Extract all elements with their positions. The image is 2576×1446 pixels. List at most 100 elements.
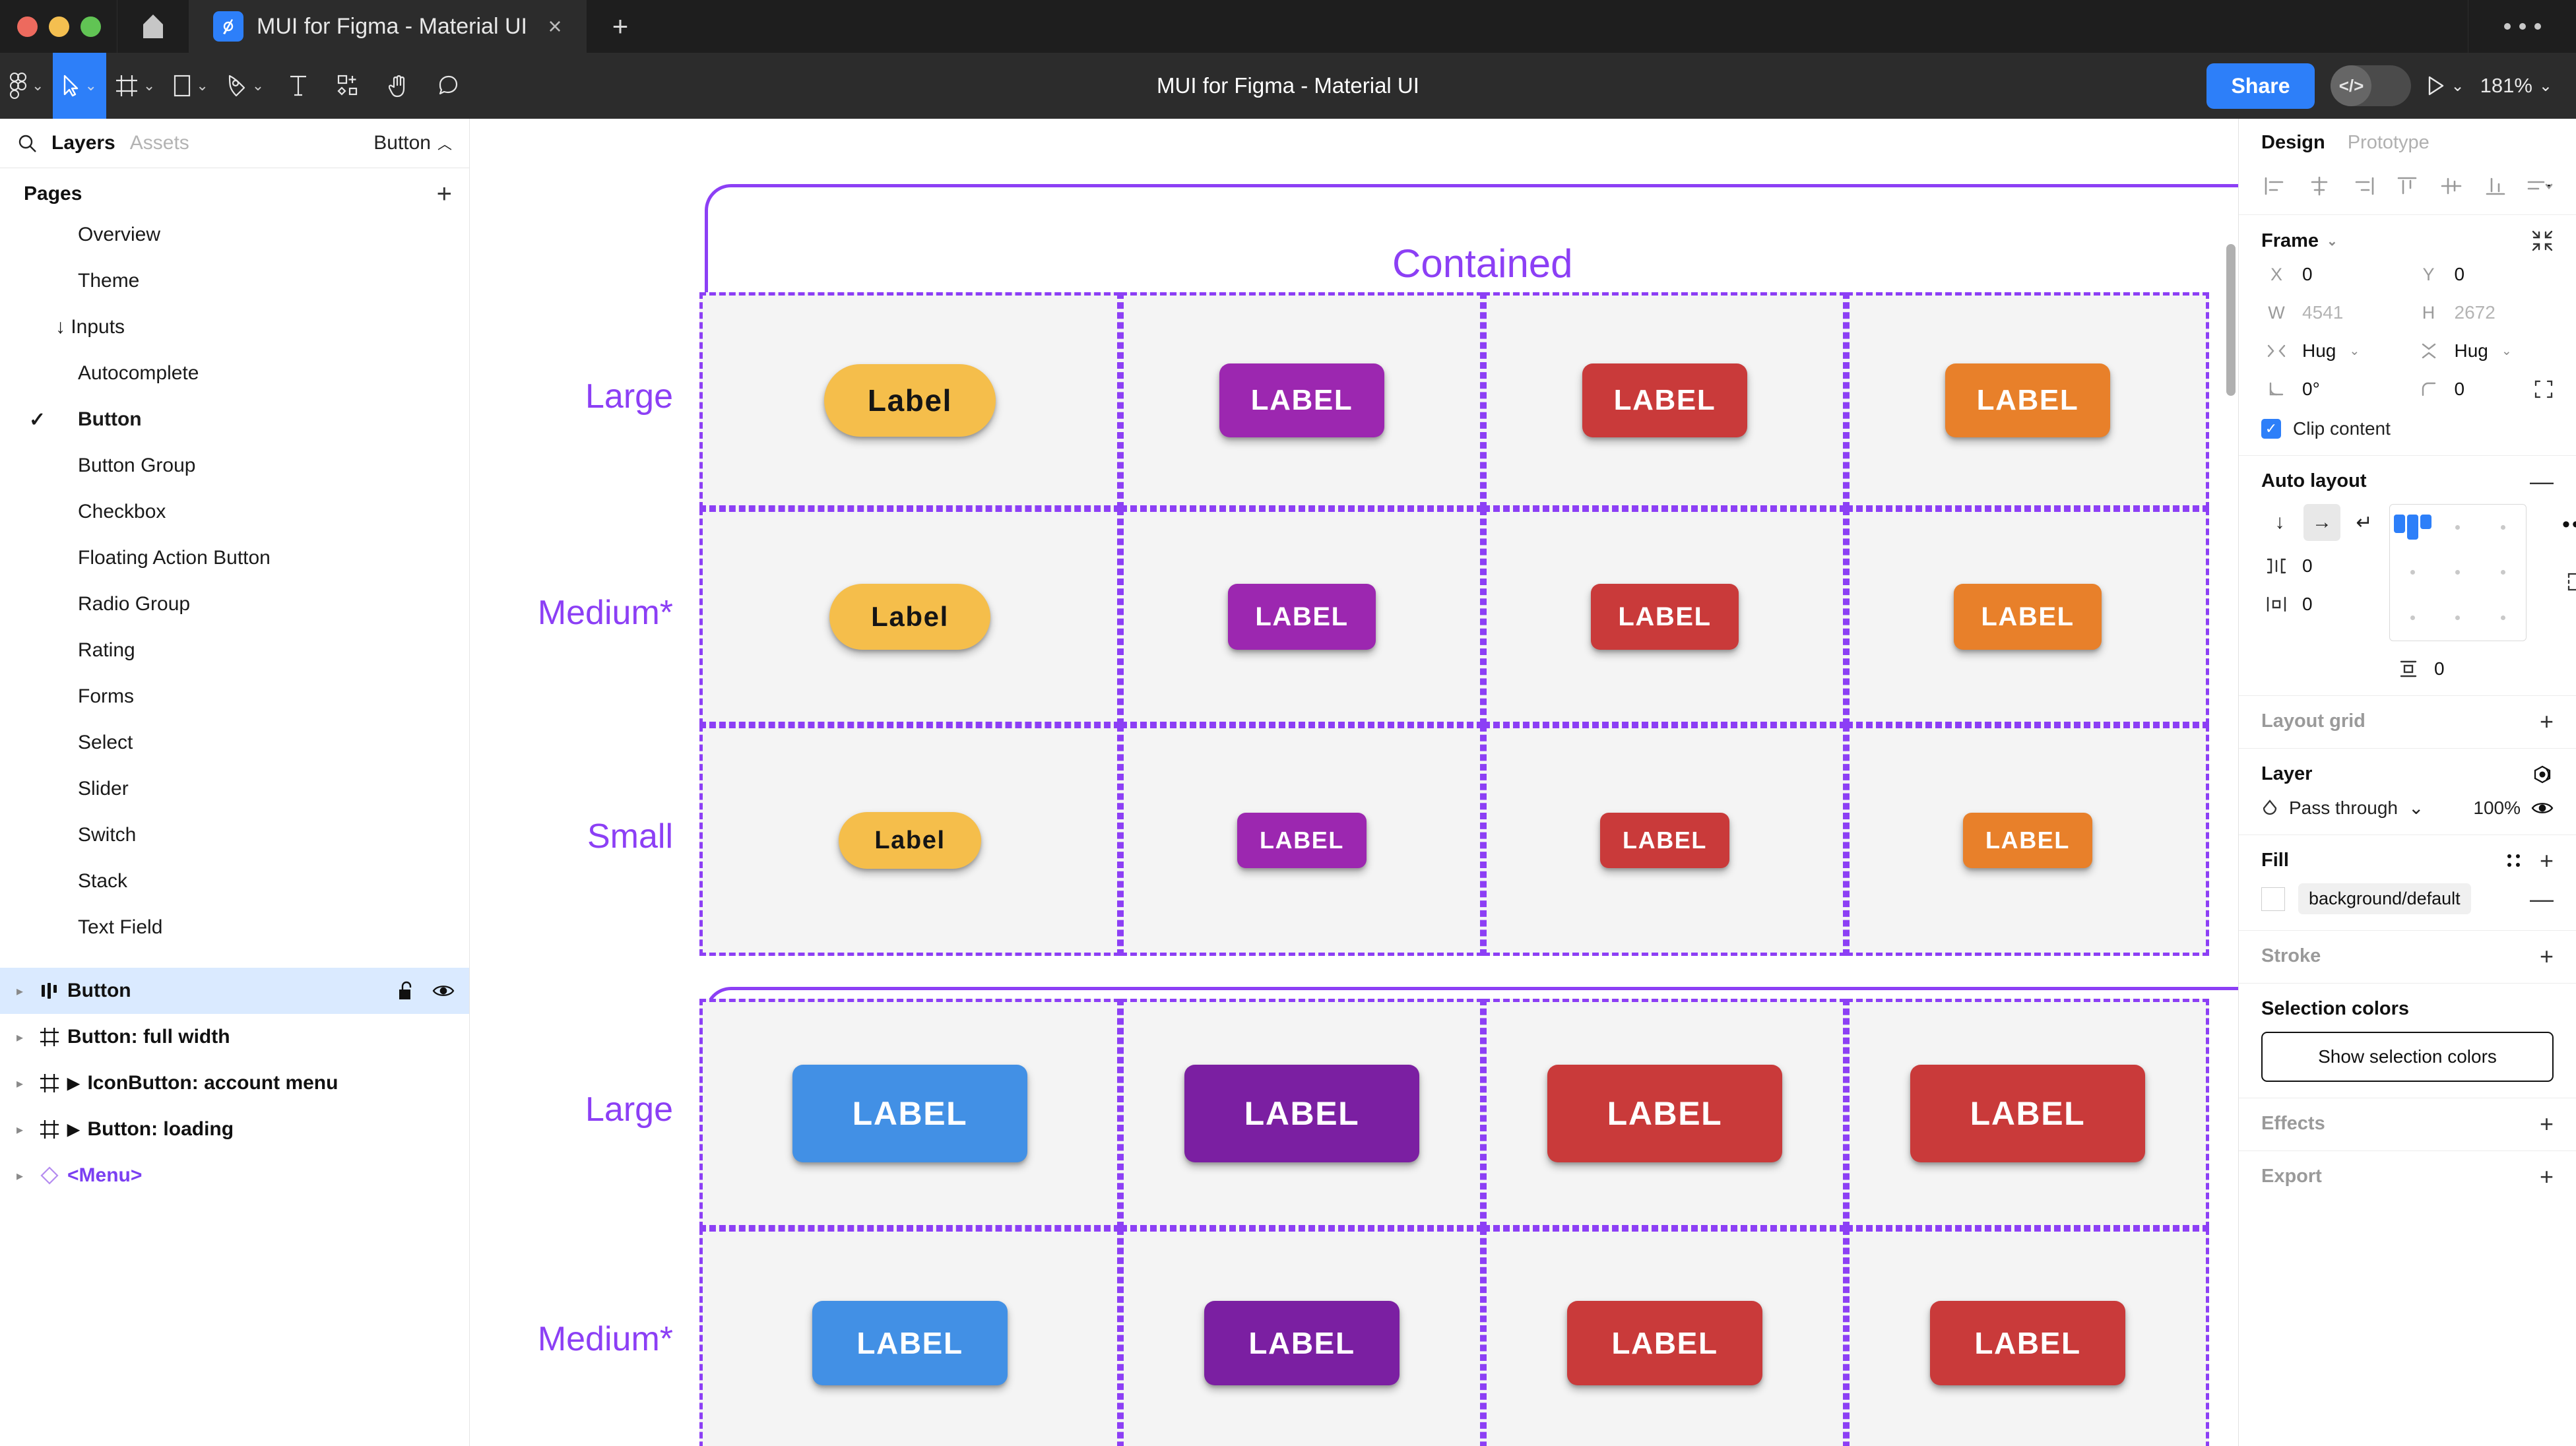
hand-tool-button[interactable] xyxy=(373,53,424,119)
move-tool-button[interactable]: ⌄ xyxy=(53,53,106,119)
component-selector[interactable]: Button ︿ xyxy=(373,132,452,154)
material-button[interactable]: Label xyxy=(839,812,981,869)
alignment-cell[interactable] xyxy=(2501,570,2506,575)
unlocked-icon[interactable] xyxy=(398,981,415,1001)
close-window-button[interactable] xyxy=(17,16,38,37)
frame-corner-radius-field[interactable]: 0 xyxy=(2414,379,2554,400)
resources-button[interactable] xyxy=(323,53,373,119)
window-overflow-menu-button[interactable] xyxy=(2468,0,2576,53)
frame-rotation-field[interactable]: 0° xyxy=(2261,379,2402,400)
auto-layout-horizontal-padding-field[interactable]: 0 xyxy=(2261,594,2383,615)
chevron-right-icon[interactable]: ▸ xyxy=(16,984,24,999)
expand-triangle-icon[interactable]: ▶ xyxy=(67,1074,80,1092)
page-item-button[interactable]: ✓Button xyxy=(0,396,469,443)
page-item-text-field[interactable]: Text Field xyxy=(0,904,469,951)
visible-icon[interactable] xyxy=(2531,800,2554,816)
figma-menu-button[interactable]: ⌄ xyxy=(0,53,53,119)
material-button[interactable]: LABEL xyxy=(1547,1065,1782,1162)
more-horizontal-icon[interactable]: ••• xyxy=(2562,512,2576,537)
page-item-overview[interactable]: Overview xyxy=(0,212,469,258)
auto-layout-vertical-padding-field[interactable]: 0 xyxy=(2393,658,2445,679)
page-item-button-group[interactable]: Button Group xyxy=(0,443,469,489)
material-button[interactable]: LABEL xyxy=(1945,363,2110,437)
material-button[interactable]: LABEL xyxy=(1237,813,1367,868)
frame-x-field[interactable]: X 0 xyxy=(2261,264,2402,285)
align-left-icon[interactable] xyxy=(2261,172,2289,200)
text-tool-button[interactable] xyxy=(273,53,323,119)
remove-fill-button[interactable]: — xyxy=(2530,885,2554,912)
wrap-icon[interactable]: ↵ xyxy=(2356,511,2373,534)
add-page-button[interactable]: + xyxy=(436,179,452,208)
layer-row[interactable]: ▸Button: full width xyxy=(0,1014,469,1060)
material-button[interactable]: LABEL xyxy=(1228,584,1376,650)
material-button[interactable]: LABEL xyxy=(1963,813,2092,868)
design-canvas[interactable]: Contained Primary*SecondaryErrorWarningL… xyxy=(470,119,2238,1446)
minimize-window-button[interactable] xyxy=(49,16,69,37)
fill-style-name[interactable]: background/default xyxy=(2298,883,2471,914)
resize-to-fit-icon[interactable] xyxy=(2531,230,2554,252)
chevron-down-icon[interactable]: ⌄ xyxy=(2327,234,2338,249)
shape-tool-button[interactable]: ⌄ xyxy=(164,53,217,119)
show-selection-colors-button[interactable]: Show selection colors xyxy=(2261,1032,2554,1082)
alignment-cell[interactable] xyxy=(2410,615,2415,621)
chevron-right-icon[interactable]: ▸ xyxy=(16,1168,24,1183)
material-button[interactable]: LABEL xyxy=(1600,813,1729,868)
page-item-stack[interactable]: Stack xyxy=(0,858,469,904)
close-tab-button[interactable]: × xyxy=(548,13,562,40)
tab-assets[interactable]: Assets xyxy=(129,132,189,154)
alignment-cell[interactable] xyxy=(2455,570,2461,575)
align-top-icon[interactable] xyxy=(2393,172,2421,200)
layer-opacity-value[interactable]: 100% xyxy=(2473,797,2521,818)
frame-height-field[interactable]: H 2672 xyxy=(2414,302,2554,323)
visible-icon[interactable] xyxy=(432,983,455,999)
auto-layout-gap-field[interactable]: 0 xyxy=(2261,555,2383,577)
layer-row[interactable]: ▸<Menu> xyxy=(0,1152,469,1199)
material-button[interactable]: LABEL xyxy=(1204,1301,1400,1385)
frame-hug-horizontal-field[interactable]: Hug ⌄ xyxy=(2261,340,2402,362)
material-button[interactable]: LABEL xyxy=(1567,1301,1762,1385)
page-item-radio-group[interactable]: Radio Group xyxy=(0,581,469,627)
material-button[interactable]: LABEL xyxy=(1582,363,1747,437)
alignment-cell-selected[interactable] xyxy=(2393,515,2431,540)
align-horizontal-center-icon[interactable] xyxy=(2305,172,2333,200)
material-button[interactable]: LABEL xyxy=(792,1065,1027,1162)
individual-padding-icon[interactable] xyxy=(2567,572,2576,592)
layer-styles-icon[interactable] xyxy=(2531,765,2554,784)
layer-row[interactable]: ▸▶Button: loading xyxy=(0,1106,469,1152)
material-button[interactable]: LABEL xyxy=(1184,1065,1419,1162)
chevron-right-icon[interactable]: ▸ xyxy=(16,1030,24,1045)
clip-content-row[interactable]: ✓ Clip content xyxy=(2261,418,2554,439)
present-button[interactable]: ⌄ xyxy=(2427,75,2464,96)
maximize-window-button[interactable] xyxy=(80,16,101,37)
page-item-theme[interactable]: Theme xyxy=(0,258,469,304)
align-bottom-icon[interactable] xyxy=(2482,172,2509,200)
alignment-cell[interactable] xyxy=(2501,615,2506,621)
style-picker-icon[interactable] xyxy=(2505,852,2523,869)
new-tab-button[interactable]: + xyxy=(612,11,629,42)
tab-design[interactable]: Design xyxy=(2261,132,2325,153)
auto-layout-alignment-grid[interactable] xyxy=(2389,504,2527,641)
page-item-switch[interactable]: Switch xyxy=(0,812,469,858)
page-item-autocomplete[interactable]: Autocomplete xyxy=(0,350,469,396)
page-item-forms[interactable]: Forms xyxy=(0,674,469,720)
page-item-inputs[interactable]: ↓ Inputs xyxy=(0,304,469,350)
material-button[interactable]: Label xyxy=(824,364,996,437)
fill-color-swatch[interactable] xyxy=(2261,887,2285,911)
alignment-cell[interactable] xyxy=(2501,524,2506,530)
material-button[interactable]: LABEL xyxy=(1954,584,2102,650)
home-button[interactable] xyxy=(117,0,189,53)
browser-tab[interactable]: MUI for Figma - Material UI × xyxy=(189,0,587,53)
add-export-button[interactable]: + xyxy=(2539,1162,2554,1190)
layer-row[interactable]: ▸Button xyxy=(0,968,469,1014)
independent-corners-icon[interactable] xyxy=(2534,379,2554,399)
tab-prototype[interactable]: Prototype xyxy=(2347,132,2430,153)
alignment-cell[interactable] xyxy=(2455,615,2461,621)
page-item-rating[interactable]: Rating xyxy=(0,627,469,674)
distribute-icon[interactable] xyxy=(2526,172,2554,200)
page-item-slider[interactable]: Slider xyxy=(0,766,469,812)
frame-width-field[interactable]: W 4541 xyxy=(2261,302,2402,323)
page-item-select[interactable]: Select xyxy=(0,720,469,766)
canvas-vertical-scrollbar[interactable] xyxy=(2226,244,2236,396)
zoom-level-control[interactable]: 181% ⌄ xyxy=(2480,74,2552,98)
align-vertical-center-icon[interactable] xyxy=(2437,172,2465,200)
